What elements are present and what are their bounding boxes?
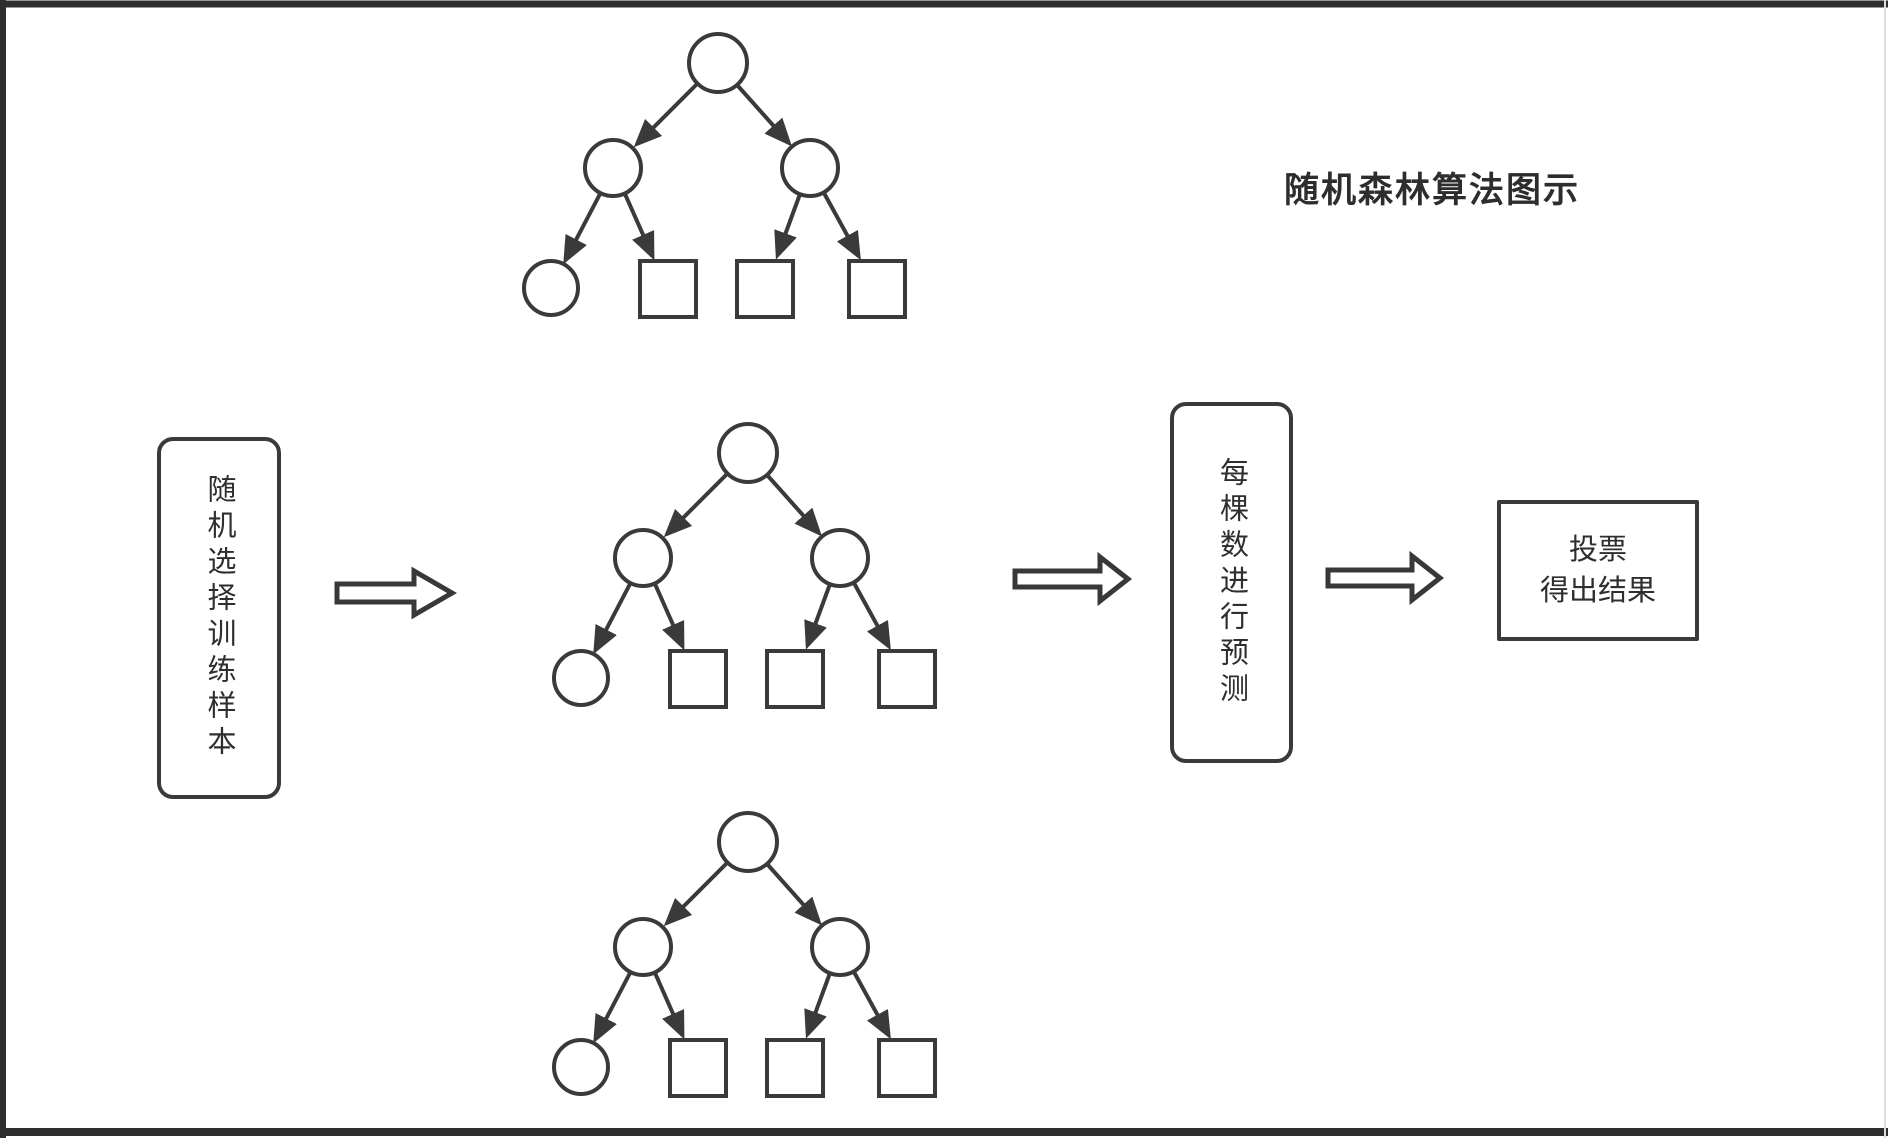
internal-node-left xyxy=(613,917,673,977)
edge-right-to-leaf4 xyxy=(852,582,891,651)
root-node xyxy=(717,811,779,873)
leaf-square-2 xyxy=(765,649,825,709)
root-node xyxy=(687,32,749,94)
predict-label: 每棵数进行预测 xyxy=(1215,456,1248,709)
decision-tree-3 xyxy=(552,811,937,1098)
edge-root-left xyxy=(663,472,729,538)
internal-node-left xyxy=(613,528,673,588)
edge-right-to-leaf4 xyxy=(822,192,861,261)
edge-root-left xyxy=(663,861,729,927)
leaf-square-1 xyxy=(638,259,698,319)
predict-box: 每棵数进行预测 xyxy=(1170,402,1293,763)
select-samples-label: 随机选择训练样本 xyxy=(203,474,235,762)
leaf-square-2 xyxy=(765,1038,825,1098)
decision-tree-2 xyxy=(552,422,937,709)
edge-left-to-leaf1 xyxy=(593,972,632,1044)
internal-node-right xyxy=(810,528,870,588)
vote-result-box: 投票 得出结果 xyxy=(1497,500,1699,641)
edge-left-to-leaf1 xyxy=(563,193,602,265)
edge-root-right xyxy=(766,474,822,537)
flow-arrow-3 xyxy=(1325,550,1445,606)
edge-root-right xyxy=(766,863,822,926)
flow-arrow-2 xyxy=(1012,551,1133,607)
leaf-square-3 xyxy=(847,259,907,319)
edge-left-to-leaf2 xyxy=(623,193,655,261)
leaf-square-1 xyxy=(668,1038,728,1098)
diagram-title: 随机森林算法图示 xyxy=(1284,171,1581,210)
flow-arrow-1 xyxy=(334,566,457,620)
internal-node-left xyxy=(583,138,643,198)
internal-node-right xyxy=(780,138,840,198)
root-node xyxy=(717,422,779,484)
edge-right-to-leaf4 xyxy=(852,971,891,1040)
edge-root-right xyxy=(736,84,792,147)
leaf-circle xyxy=(552,649,610,707)
edge-right-to-leaf3 xyxy=(804,583,832,650)
leaf-square-2 xyxy=(735,259,795,319)
edge-left-to-leaf2 xyxy=(653,972,685,1040)
leaf-circle xyxy=(522,259,580,317)
edge-left-to-leaf2 xyxy=(653,583,685,651)
leaf-square-3 xyxy=(877,649,937,709)
internal-node-right xyxy=(810,917,870,977)
leaf-circle xyxy=(552,1038,610,1096)
leaf-square-3 xyxy=(877,1038,937,1098)
edge-left-to-leaf1 xyxy=(593,583,632,655)
vote-result-label: 投票 得出结果 xyxy=(1539,533,1656,607)
leaf-square-1 xyxy=(668,649,728,709)
select-samples-box: 随机选择训练样本 xyxy=(157,437,281,799)
decision-tree-1 xyxy=(522,32,907,319)
edge-right-to-leaf3 xyxy=(804,972,832,1039)
edge-root-left xyxy=(633,82,699,148)
edge-right-to-leaf3 xyxy=(774,193,802,260)
